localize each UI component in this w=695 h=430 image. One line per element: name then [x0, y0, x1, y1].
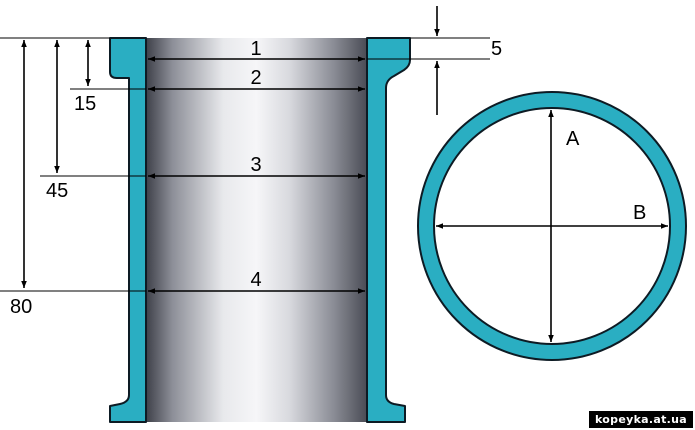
- depth-label-80: 80: [10, 296, 32, 318]
- liner-left-wall: [109, 37, 147, 423]
- diameter-label-b: B: [633, 202, 646, 224]
- depth-label-15: 15: [74, 93, 96, 115]
- depth-label-45: 45: [46, 180, 68, 202]
- depth-label-5: 5: [491, 38, 502, 60]
- watermark-badge: kopeyka.at.ua: [588, 411, 693, 428]
- diameter-label-a: A: [566, 128, 580, 150]
- belt-label-4: 4: [250, 269, 261, 291]
- liner-bore: [146, 38, 367, 422]
- belt-label-1: 1: [250, 38, 261, 60]
- liner-right-wall: [366, 37, 411, 423]
- belt-label-2: 2: [250, 67, 261, 89]
- belt-label-3: 3: [250, 154, 261, 176]
